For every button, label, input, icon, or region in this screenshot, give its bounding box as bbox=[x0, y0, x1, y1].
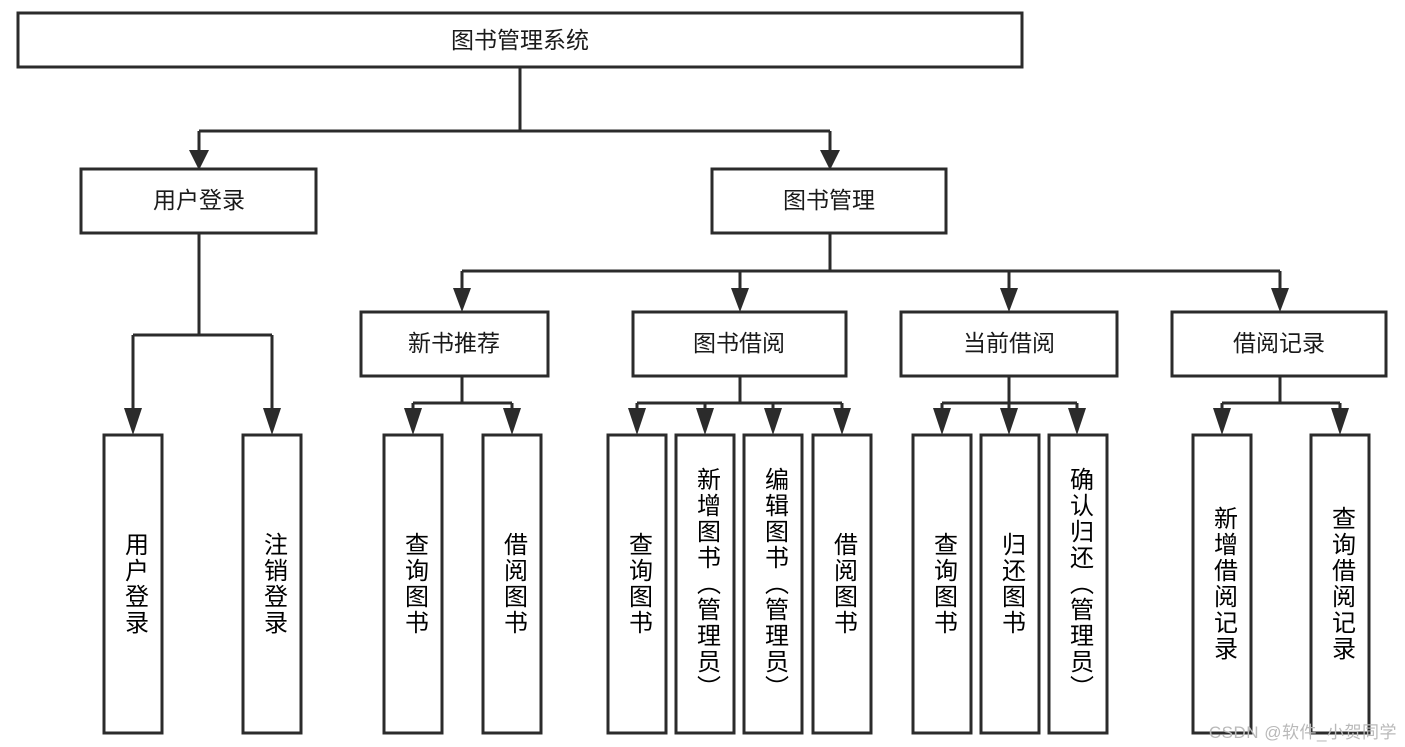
arrowhead-book-borrow bbox=[731, 288, 749, 312]
arrowhead-leaf-add-book bbox=[696, 408, 714, 435]
arrowhead-leaf-add-borrow-record bbox=[1213, 408, 1231, 435]
arrowhead-leaf-query-book-1 bbox=[404, 408, 422, 435]
arrowhead-user-login bbox=[189, 150, 209, 170]
node-label-book-borrow: 图书借阅 bbox=[693, 330, 785, 356]
node-box-leaf-user-login[interactable] bbox=[102, 433, 164, 735]
arrowhead-leaf-query-book-3 bbox=[933, 408, 951, 435]
node-label-user-login: 用户登录 bbox=[153, 187, 245, 213]
node-box-leaf-edit-book[interactable] bbox=[742, 433, 804, 735]
node-box-book-borrow[interactable] bbox=[631, 310, 848, 378]
arrowhead-leaf-logout-login bbox=[263, 408, 281, 435]
node-box-leaf-return-book[interactable] bbox=[979, 433, 1041, 735]
csdn-watermark: CSDN @软件_小贺同学 bbox=[1208, 723, 1397, 742]
arrowhead-leaf-user-login bbox=[124, 408, 142, 435]
node-layer: 图书管理系统 用户登录 图书管理 新书推荐 图书借阅 当前借阅 借阅记录 bbox=[16, 11, 1388, 735]
node-box-leaf-query-book-3[interactable] bbox=[911, 433, 973, 735]
node-label-new-book-recommend: 新书推荐 bbox=[408, 330, 500, 356]
node-box-root[interactable] bbox=[16, 11, 1024, 69]
node-box-new-book-recommend[interactable] bbox=[359, 310, 550, 378]
arrowhead-leaf-confirm-return bbox=[1068, 408, 1086, 435]
node-box-leaf-add-book[interactable] bbox=[674, 433, 736, 735]
connector-layer bbox=[124, 67, 1349, 435]
node-label-borrow-record: 借阅记录 bbox=[1233, 330, 1325, 356]
node-label-book-management: 图书管理 bbox=[783, 187, 875, 213]
node-box-leaf-query-borrow-record[interactable] bbox=[1309, 433, 1371, 735]
node-box-current-borrow[interactable] bbox=[899, 310, 1119, 378]
node-label-current-borrow: 当前借阅 bbox=[963, 330, 1055, 356]
arrowhead-current-borrow bbox=[1000, 288, 1018, 312]
arrowhead-leaf-return-book bbox=[1000, 408, 1018, 435]
arrowhead-leaf-borrow-book-1 bbox=[503, 408, 521, 435]
node-box-user-login[interactable] bbox=[79, 167, 318, 235]
node-label-root: 图书管理系统 bbox=[451, 27, 589, 53]
node-box-leaf-confirm-return[interactable] bbox=[1047, 433, 1109, 735]
arrowhead-new-book-recommend bbox=[453, 288, 471, 312]
node-box-leaf-borrow-book-2[interactable] bbox=[811, 433, 873, 735]
node-box-borrow-record[interactable] bbox=[1170, 310, 1388, 378]
arrowhead-leaf-query-borrow-record bbox=[1331, 408, 1349, 435]
arrowhead-leaf-borrow-book-2 bbox=[833, 408, 851, 435]
node-box-book-management[interactable] bbox=[710, 167, 948, 235]
node-box-leaf-add-borrow-record[interactable] bbox=[1191, 433, 1253, 735]
arrowhead-borrow-record bbox=[1271, 288, 1289, 312]
node-box-leaf-logout-login[interactable] bbox=[241, 433, 303, 735]
arrowhead-leaf-edit-book bbox=[764, 408, 782, 435]
arrowhead-book-management bbox=[820, 150, 840, 170]
node-box-leaf-borrow-book-1[interactable] bbox=[481, 433, 543, 735]
node-box-leaf-query-book-2[interactable] bbox=[606, 433, 668, 735]
arrowhead-leaf-query-book-2 bbox=[628, 408, 646, 435]
node-box-leaf-query-book-1[interactable] bbox=[382, 433, 444, 735]
